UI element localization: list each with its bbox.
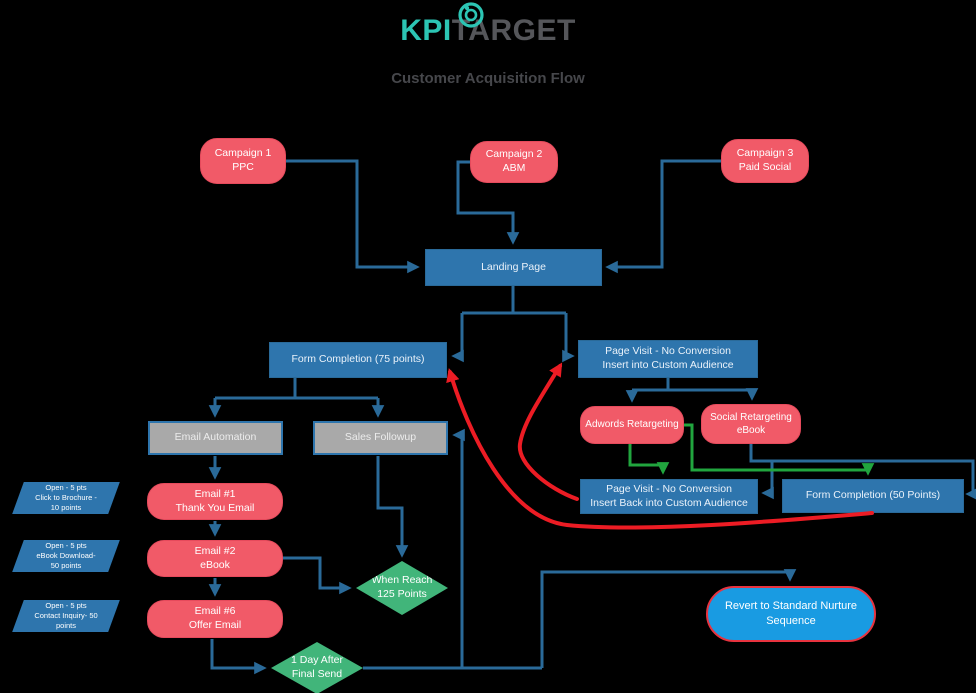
node-score-contact-inquiry: Open - 5 pts Contact Inquiry- 50 points <box>12 600 120 632</box>
node-sales-followup: Sales Followup <box>313 421 448 455</box>
node-adwords-retargeting: Adwords Retargeting <box>580 406 684 444</box>
node-form-completion-50: Form Completion (50 Points) <box>782 479 964 513</box>
node-campaign-2-abm: Campaign 2 ABM <box>470 141 558 183</box>
node-page-visit-insert-back: Page Visit - No Conversion Insert Back i… <box>580 479 758 514</box>
logo: KPITARGET <box>0 14 976 48</box>
node-campaign-3-paid-social: Campaign 3 Paid Social <box>721 139 809 183</box>
node-email-6-offer: Email #6 Offer Email <box>147 600 283 638</box>
node-email-1-thank-you: Email #1 Thank You Email <box>147 483 283 520</box>
node-score-ebook-download: Open - 5 pts eBook Download- 50 points <box>12 540 120 572</box>
node-social-retargeting-ebook: Social Retargeting eBook <box>701 404 801 444</box>
node-email-2-ebook: Email #2 eBook <box>147 540 283 577</box>
node-revert-standard-nurture: Revert to Standard Nurture Sequence <box>706 586 876 642</box>
logo-text-kpi: KPI <box>400 14 452 47</box>
node-landing-page: Landing Page <box>425 249 602 286</box>
node-campaign-1-ppc: Campaign 1 PPC <box>200 138 286 184</box>
node-score-click-to-brochure: Open - 5 pts Click to Brochure - 10 poin… <box>12 482 120 514</box>
node-page-visit-no-conversion: Page Visit - No Conversion Insert into C… <box>578 340 758 378</box>
target-spiral-icon <box>458 2 484 28</box>
node-email-automation: Email Automation <box>148 421 283 455</box>
node-form-completion-75: Form Completion (75 points) <box>269 342 447 378</box>
diagram-title: Customer Acquisition Flow <box>391 70 585 87</box>
